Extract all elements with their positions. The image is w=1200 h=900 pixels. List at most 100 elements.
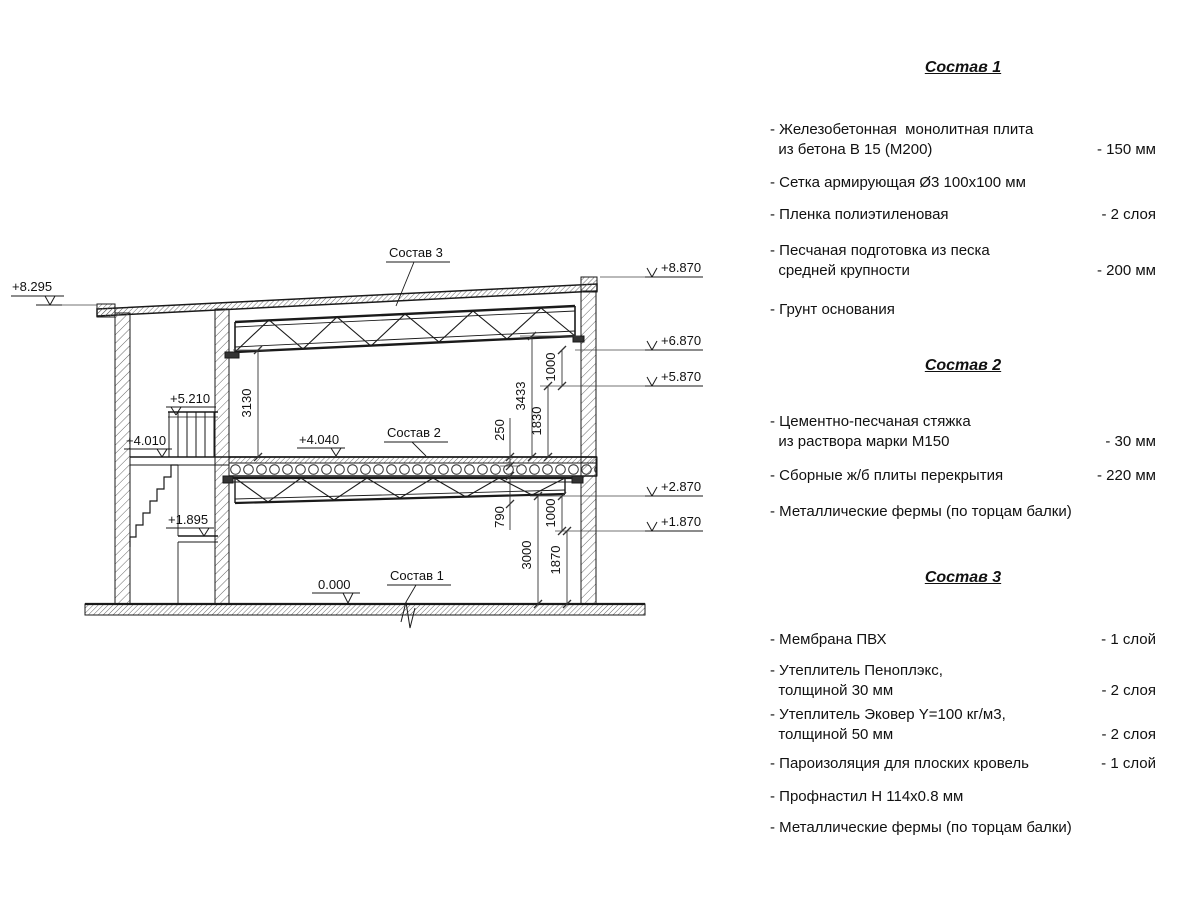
hollow-core-slab xyxy=(228,462,598,477)
elevation-mark-5870: +5.870 xyxy=(645,369,703,387)
spec-section-1: Состав 1 - Железобетонная монолитная пли… xyxy=(770,46,1156,320)
spec-item-value: - 1 слой xyxy=(1101,755,1156,772)
spec-item: - Сетка армирующая Ø3 100х100 мм xyxy=(770,173,1156,193)
spec-item-value: - 2 слоя xyxy=(1101,682,1156,699)
spec-item-text: - Сборные ж/б плиты перекрытия xyxy=(770,467,1004,484)
specification-panel: Состав 1 - Железобетонная монолитная пли… xyxy=(770,46,1156,838)
left-wall xyxy=(114,312,131,605)
spec-item-text: - Утеплитель Пеноплэкс, толщиной 30 мм xyxy=(770,662,943,699)
lower-truss xyxy=(222,475,584,505)
spec-item-text: - Профнастил Н 114х0.8 мм xyxy=(770,788,964,805)
elevation-mark-6870: +6.870 xyxy=(645,333,703,351)
spec-item: - Пароизоляция для плоских кровель - 1 с… xyxy=(770,754,1156,774)
dimension-1830: 1830 xyxy=(529,381,553,462)
truss-support xyxy=(571,475,584,484)
spec-item: - Утеплитель Эковер Y=100 кг/м3, толщино… xyxy=(770,705,1156,745)
dimension-1000-lower: 1000 xyxy=(543,491,567,536)
elevation-4010-label: +4.010 xyxy=(126,433,166,448)
elevation-mark-4010: +4.010 xyxy=(124,433,172,458)
elevation-8295-label: +8.295 xyxy=(12,279,52,294)
spec-item: - Сборные ж/б плиты перекрытия - 220 мм xyxy=(770,466,1156,486)
dimension-3433: 3433 xyxy=(513,331,537,462)
spec-section-2-title: Состав 2 xyxy=(924,357,1002,374)
spec-item: - Металлические фермы (по торцам балки) xyxy=(770,502,1156,522)
dim-3433-label: 3433 xyxy=(513,382,528,411)
stair-steps xyxy=(129,464,178,547)
ground-break-symbol xyxy=(400,601,416,629)
spec-item-text: - Грунт основания xyxy=(770,301,895,318)
dimension-790: 790 xyxy=(492,471,515,530)
spec-item: - Утеплитель Пеноплэкс, толщиной 30 мм -… xyxy=(770,661,1156,701)
elevation-0000-label: 0.000 xyxy=(318,577,351,592)
spec-item: - Цементно-песчаная стяжка из раствора м… xyxy=(770,412,1156,452)
dim-250-label: 250 xyxy=(492,419,507,441)
spec-item-text: - Песчаная подготовка из песка средней к… xyxy=(770,242,990,279)
dimensions: 3130 3433 250 1830 xyxy=(239,331,572,609)
spec-item: - Песчаная подготовка из песка средней к… xyxy=(770,241,1156,281)
elevation-mark-4040: +4.040 xyxy=(297,432,345,457)
spec-item-value: - 1 слой xyxy=(1101,631,1156,648)
dim-1870-label: 1870 xyxy=(548,546,563,575)
spec-item-text: - Железобетонная монолитная плита из бет… xyxy=(770,121,1034,158)
drawing-label-sostav1: Состав 1 xyxy=(390,568,444,583)
spec-item: - Металлические фермы (по торцам балки) xyxy=(770,818,1156,838)
spec-section-3-title: Состав 3 xyxy=(924,569,1002,586)
elevation-mark-1870: +1.870 xyxy=(645,514,703,532)
drawing-callouts: Состав 3 Состав 2 Состав 1 xyxy=(384,245,451,603)
elevation-mark-5210: +5.210 xyxy=(166,391,216,416)
elevation-mark-8870: +8.870 xyxy=(645,260,703,278)
elevation-4040-label: +4.040 xyxy=(299,432,339,447)
spec-section-2: Состав 2 - Цементно-песчаная стяжка из р… xyxy=(770,356,1156,522)
truss-support xyxy=(224,351,240,359)
spec-section-3: Состав 3 - Мембрана ПВХ - 1 слой - Утепл… xyxy=(770,568,1156,838)
callout-sostav2: Состав 2 xyxy=(384,425,448,457)
dimension-3000: 3000 xyxy=(519,491,543,609)
dim-3000-label: 3000 xyxy=(519,541,534,570)
spec-item: - Пленка полиэтиленовая - 2 слоя xyxy=(770,205,1156,225)
dim-790-label: 790 xyxy=(492,506,507,528)
spec-item-value: - 2 слоя xyxy=(1101,726,1156,743)
elevation-2870-label: +2.870 xyxy=(661,479,701,494)
elevation-5870-label: +5.870 xyxy=(661,369,701,384)
spec-item-value: - 150 мм xyxy=(1097,141,1156,158)
elevation-6870-label: +6.870 xyxy=(661,333,701,348)
spec-item-text: - Цементно-песчаная стяжка из раствора м… xyxy=(770,413,971,450)
dim-1830-label: 1830 xyxy=(529,407,544,436)
drawing-label-sostav3: Состав 3 xyxy=(389,245,443,260)
elevation-mark-0000: 0.000 xyxy=(312,577,360,604)
dimension-3130: 3130 xyxy=(239,345,263,462)
elevation-8870-label: +8.870 xyxy=(661,260,701,275)
elevation-mark-8295: +8.295 xyxy=(11,279,64,306)
spec-item-text: - Металлические фермы (по торцам балки) xyxy=(770,819,1072,836)
ground xyxy=(84,601,646,629)
building-section-drawing: 3130 3433 250 1830 xyxy=(11,245,703,629)
extension-lines xyxy=(62,276,645,532)
dim-3130-label: 3130 xyxy=(239,389,254,418)
spec-item-value: - 220 мм xyxy=(1097,467,1156,484)
railing xyxy=(168,411,218,457)
callout-sostav3: Состав 3 xyxy=(386,245,450,307)
truss-support xyxy=(222,475,234,484)
roof xyxy=(96,276,598,318)
spec-item-value: - 2 слоя xyxy=(1101,206,1156,223)
dimension-1870: 1870 xyxy=(548,526,572,609)
spec-item-text: - Мембрана ПВХ xyxy=(770,631,887,648)
spec-item-value: - 30 мм xyxy=(1105,433,1156,450)
spec-item-text: - Металлические фермы (по торцам балки) xyxy=(770,503,1072,520)
elevation-1870-label: +1.870 xyxy=(661,514,701,529)
elevation-1895-label: +1.895 xyxy=(168,512,208,527)
dimension-1000-upper: 1000 xyxy=(543,345,567,391)
drawing-label-sostav2: Состав 2 xyxy=(387,425,441,440)
floor-slab xyxy=(228,456,598,477)
spec-item-text: - Пленка полиэтиленовая xyxy=(770,206,949,223)
elevation-mark-1895: +1.895 xyxy=(166,512,214,537)
spec-item-text: - Утеплитель Эковер Y=100 кг/м3, толщино… xyxy=(770,706,1006,743)
dim-1000a-label: 1000 xyxy=(543,353,558,382)
spec-item-value: - 200 мм xyxy=(1097,262,1156,279)
spec-item: - Мембрана ПВХ - 1 слой xyxy=(770,630,1156,650)
spec-item-text: - Пароизоляция для плоских кровель xyxy=(770,755,1029,772)
elevation-mark-2870: +2.870 xyxy=(645,479,703,497)
spec-item-text: - Сетка армирующая Ø3 100х100 мм xyxy=(770,174,1026,191)
dim-1000b-label: 1000 xyxy=(543,499,558,528)
